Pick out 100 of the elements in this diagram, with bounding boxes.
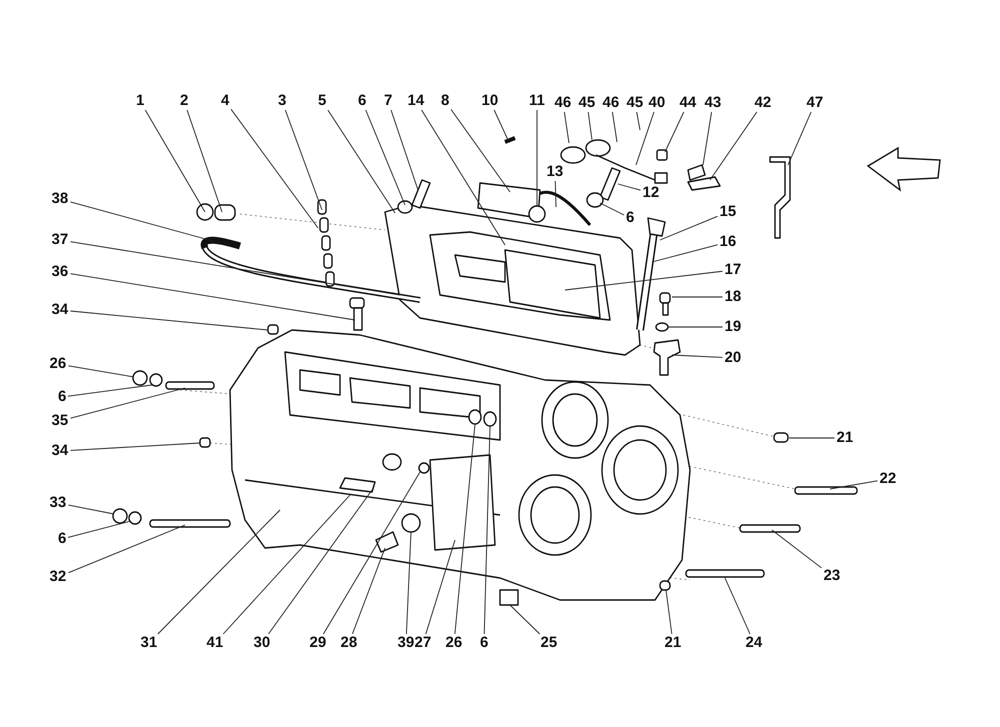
callout-number: 6: [358, 93, 366, 109]
callout-number: 37: [52, 232, 68, 248]
callout-number: 24: [746, 635, 762, 651]
leader-line: [322, 472, 420, 634]
leader-line: [618, 184, 641, 191]
callout-number: 34: [52, 443, 68, 459]
callout-number: 15: [720, 204, 736, 220]
callout-number: 6: [58, 389, 66, 405]
leader-line: [494, 110, 508, 140]
callout-number: 31: [140, 635, 158, 651]
leader-line: [70, 388, 186, 419]
callout-number: 20: [724, 350, 742, 366]
callout-number: 21: [664, 635, 682, 651]
leader-line: [327, 110, 396, 214]
callout-number: 46: [554, 95, 572, 111]
leader-line: [406, 532, 412, 634]
leader-line: [564, 112, 570, 144]
leader-line: [724, 578, 750, 634]
leader-line: [664, 112, 684, 152]
leader-line: [652, 244, 718, 262]
callout-number: 26: [446, 635, 462, 651]
leader-line: [157, 510, 280, 634]
callout-number: 14: [408, 93, 424, 109]
leader-line: [536, 110, 538, 206]
callout-number: 26: [50, 356, 66, 372]
callout-number: 29: [310, 635, 326, 651]
callout-number: 3: [278, 93, 286, 109]
leader-line: [484, 426, 490, 634]
callout-number: 6: [626, 210, 634, 226]
leader-line: [564, 270, 723, 290]
callout-number: 10: [482, 93, 498, 109]
leader-line: [230, 108, 318, 228]
leader-line: [510, 604, 540, 634]
leader-line: [70, 241, 400, 296]
callout-number: 36: [52, 264, 68, 280]
leader-line: [772, 530, 822, 568]
leader-line: [636, 112, 640, 130]
callout-number: 5: [318, 93, 326, 109]
leader-line: [672, 296, 723, 298]
leader-line: [68, 365, 134, 378]
leader-line: [554, 180, 556, 208]
leader-line: [788, 112, 812, 166]
callout-number: 41: [206, 635, 224, 651]
callout-number: 46: [602, 95, 620, 111]
callout-number: 45: [578, 95, 596, 111]
leader-line: [222, 494, 350, 634]
callout-number: 28: [340, 635, 358, 651]
callout-number: 39: [398, 635, 414, 651]
leader-line: [600, 202, 624, 216]
callout-number: 6: [480, 635, 488, 651]
callout-number: 43: [704, 95, 722, 111]
callout-number: 34: [52, 302, 68, 318]
callout-number: 19: [724, 319, 742, 335]
callout-number: 21: [836, 430, 854, 446]
callout-number: 32: [50, 569, 66, 585]
leader-line: [365, 110, 406, 206]
callout-number: 42: [754, 95, 772, 111]
leader-line: [68, 524, 186, 574]
leader-line: [70, 201, 220, 244]
callout-number: 18: [724, 289, 742, 305]
leader-line: [68, 504, 114, 514]
leader-line: [70, 310, 268, 330]
leader-line: [284, 110, 322, 210]
leader-line: [352, 548, 386, 634]
callout-number: 13: [546, 164, 564, 180]
callout-number: 12: [642, 185, 660, 201]
leader-line: [144, 110, 206, 212]
leader-line: [702, 112, 712, 166]
callout-number: 4: [221, 93, 230, 109]
leader-line: [830, 480, 878, 490]
leader-line: [710, 112, 758, 180]
callout-number: 25: [540, 635, 558, 651]
leader-line: [268, 490, 372, 634]
leader-line: [612, 112, 618, 142]
callout-number: 22: [880, 471, 896, 487]
callout-number: 47: [806, 95, 824, 111]
callout-number: 45: [626, 95, 644, 111]
callout-number: 17: [724, 262, 742, 278]
callout-number: 11: [529, 93, 545, 109]
callout-number: 30: [254, 635, 270, 651]
callout-number: 27: [414, 635, 432, 651]
callout-number: 16: [720, 234, 736, 250]
leader-line: [668, 326, 723, 328]
leader-line: [421, 110, 506, 246]
callout-number: 2: [180, 93, 188, 109]
callout-number: 38: [52, 191, 68, 207]
leader-line: [588, 112, 592, 140]
callout-number: 35: [52, 413, 68, 429]
callout-number: 33: [50, 495, 66, 511]
leader-line: [636, 112, 654, 166]
leader-line: [390, 110, 418, 190]
leader-line: [425, 540, 456, 634]
leader-line: [68, 384, 152, 397]
callout-number: 6: [58, 531, 66, 547]
leader-line: [660, 216, 718, 240]
callout-number: 8: [441, 93, 450, 109]
leader-line: [70, 273, 356, 320]
leader-line: [186, 110, 222, 212]
leader-line: [454, 424, 476, 634]
callout-number: 40: [648, 95, 666, 111]
